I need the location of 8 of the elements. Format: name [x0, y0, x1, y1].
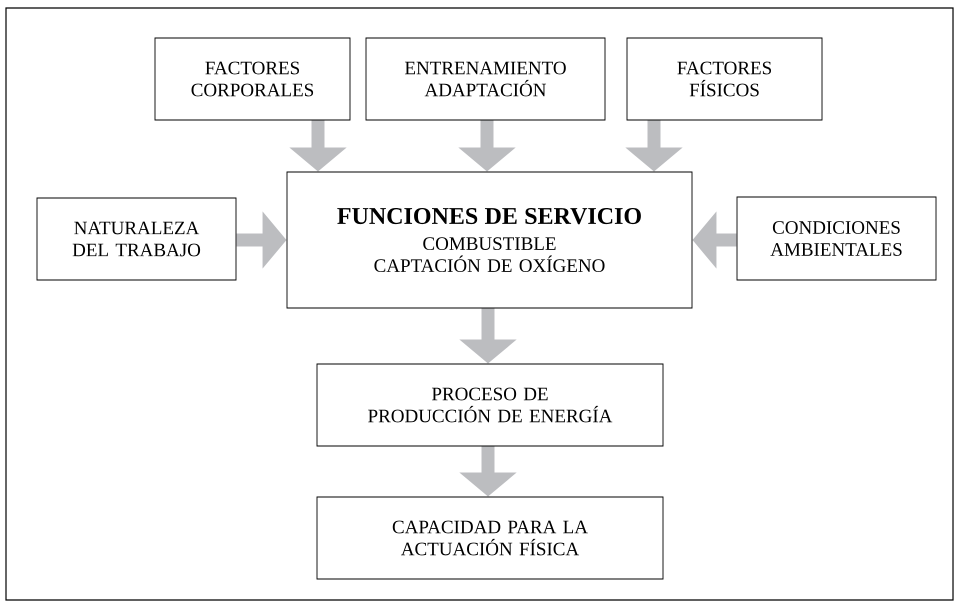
process-box: CAPACIDAD PARA LA ACTUACIÓN FÍSICA [316, 496, 664, 580]
process-box: ENTRENAMIENTO ADAPTACIÓN [366, 38, 606, 120]
process-box: FUNCIONES DE SERVICIO COMBUSTIBLE CAPTACIÓN DE OXÍGENO [286, 172, 692, 308]
process-box: NATURALEZA DEL TRABAJO [36, 198, 236, 280]
process-box: FACTORES FÍSICOS [626, 38, 822, 120]
process-box: FACTORES CORPORALES [154, 38, 350, 120]
process-box: PROCESO DE PRODUCCIÓN DE ENERGÍA [316, 364, 664, 446]
process-box: CONDICIONES AMBIENTALES [736, 196, 936, 280]
